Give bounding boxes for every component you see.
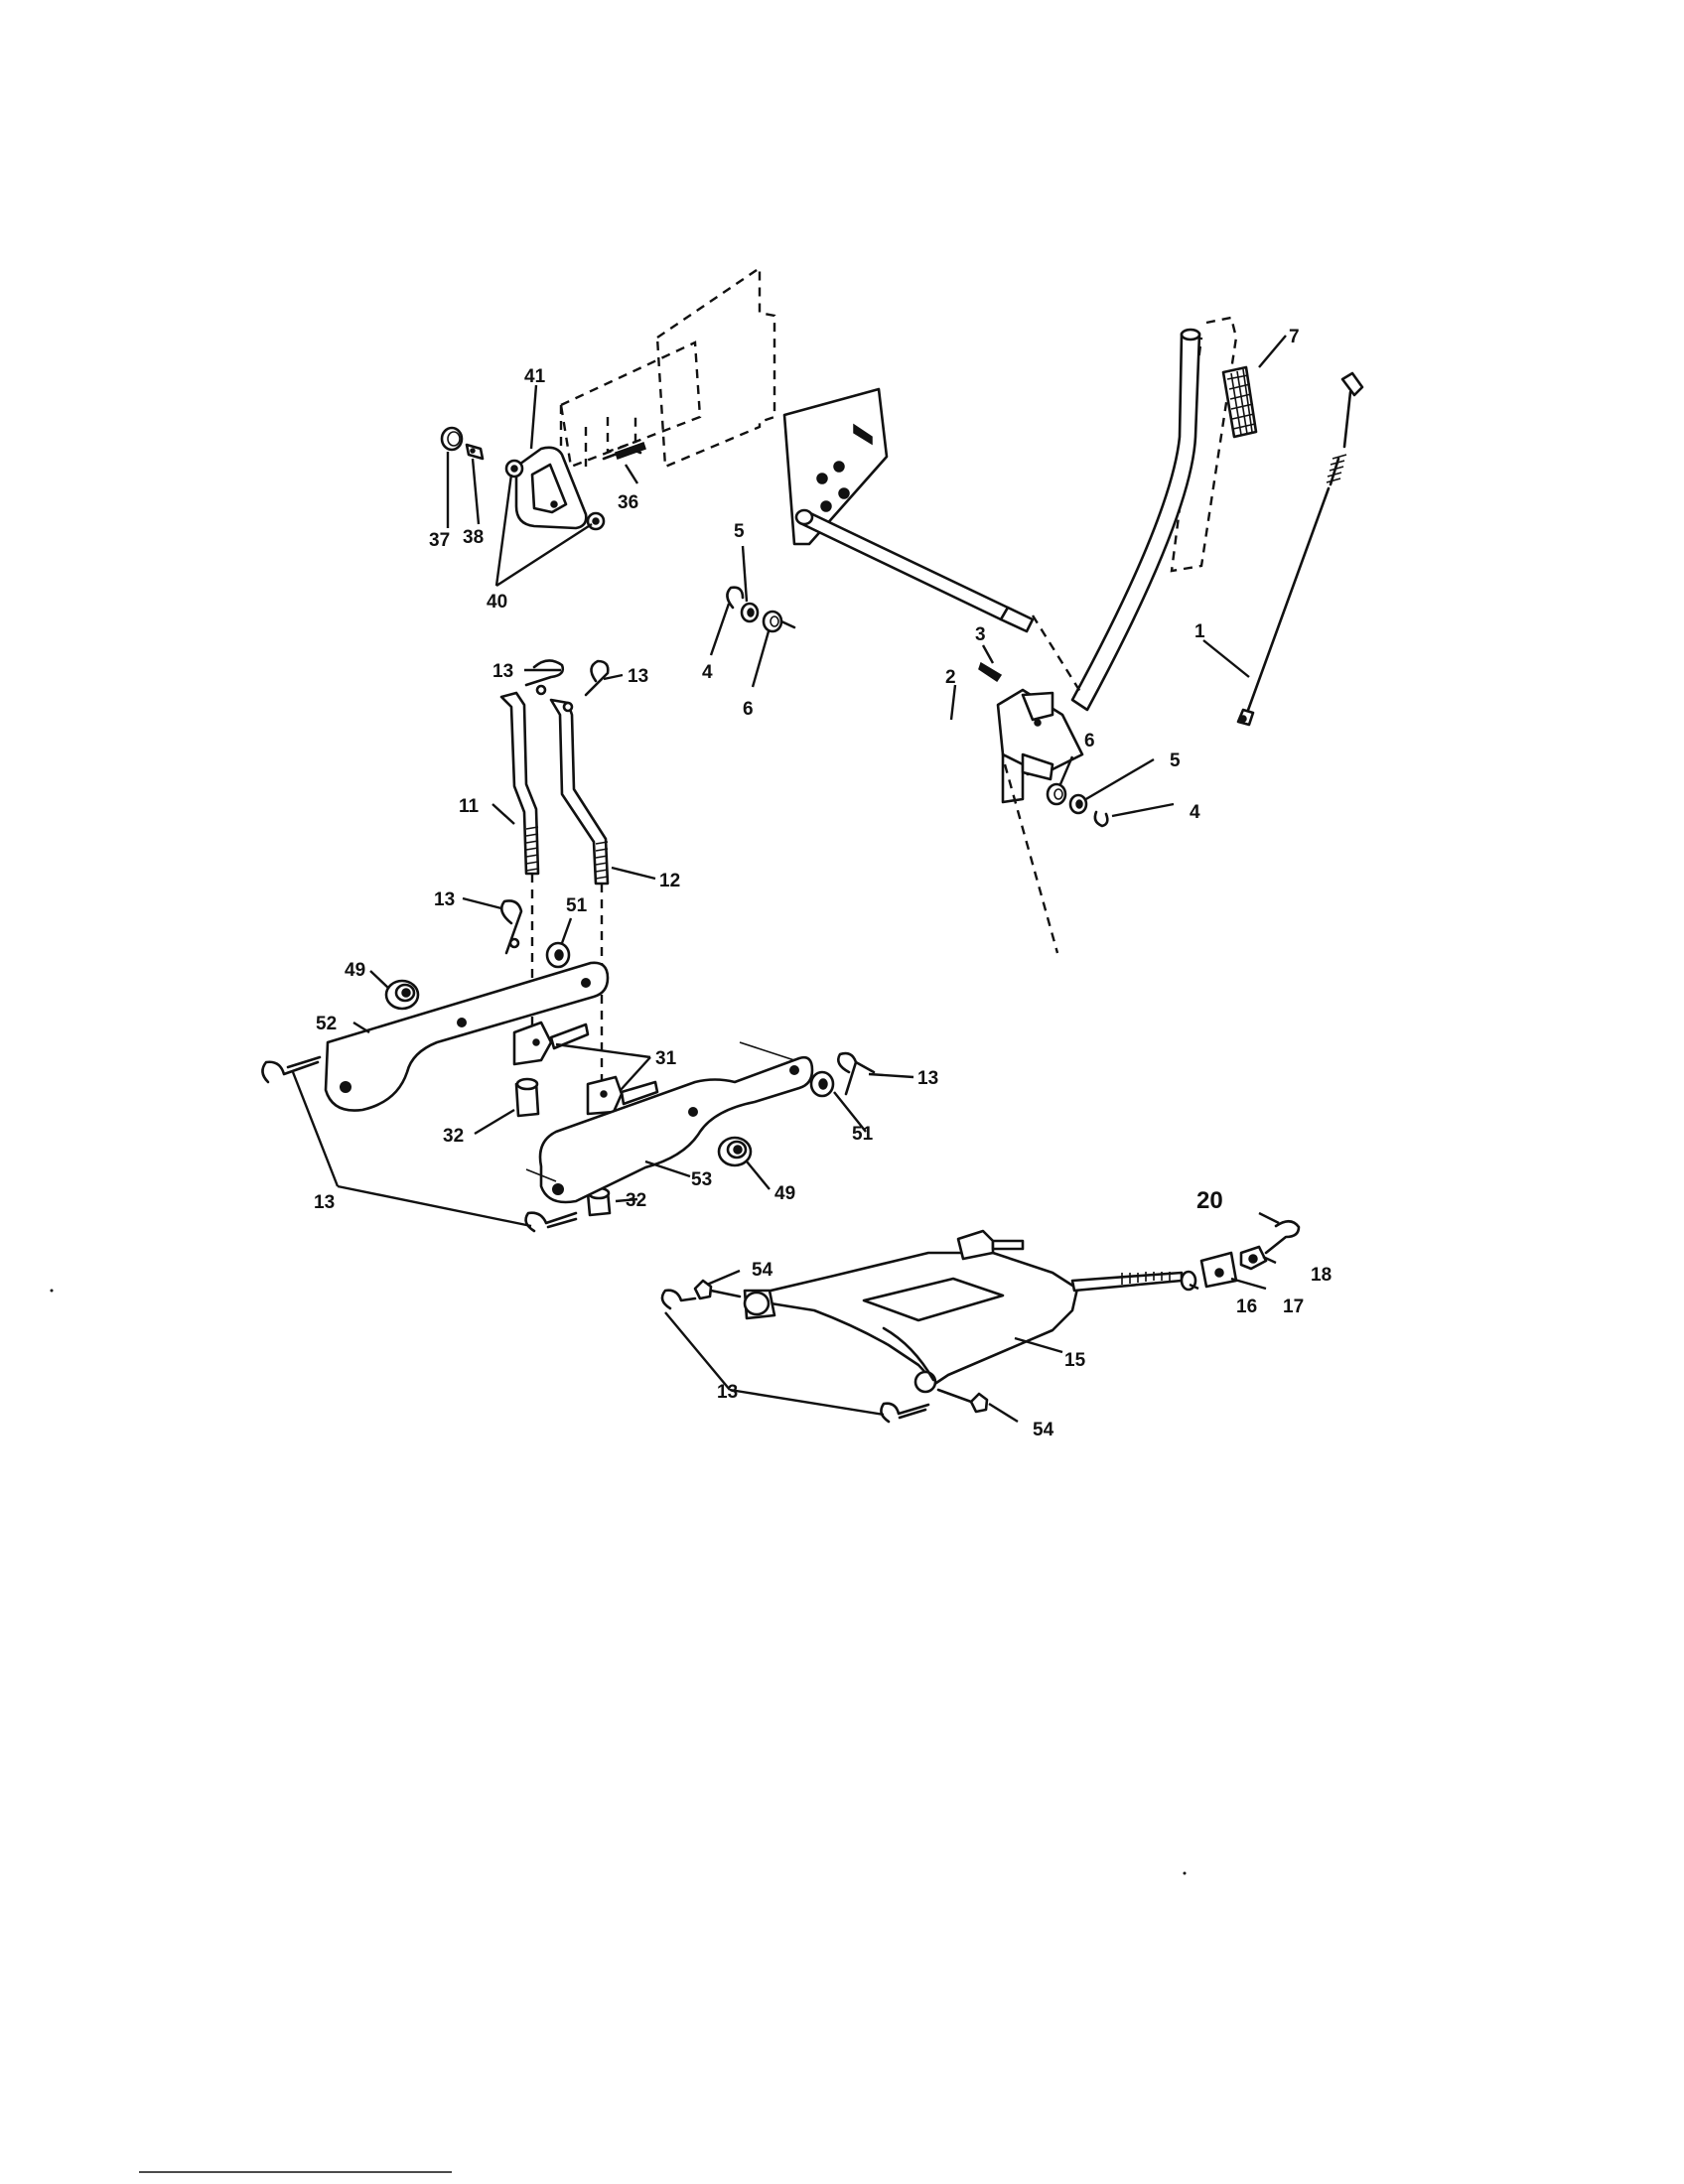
lift-rod-1 <box>1236 371 1364 727</box>
pin-3 <box>978 661 1003 683</box>
callout-3: 3 <box>975 624 986 645</box>
bracket-17 <box>1199 1251 1238 1289</box>
callout-49-left: 49 <box>345 960 365 981</box>
bolt-54-top <box>693 1279 742 1300</box>
callout-labels: 41 7 36 37 38 40 5 4 6 3 2 1 13 13 11 12… <box>314 327 1332 1440</box>
callout-13-e: 13 <box>314 1192 335 1213</box>
pedal-lever <box>996 328 1201 804</box>
washer-51-top <box>545 941 571 969</box>
callout-18: 18 <box>1311 1265 1332 1286</box>
callout-6-right: 6 <box>1084 731 1095 751</box>
washer-51-right <box>809 1070 835 1098</box>
clip-36 <box>602 442 646 461</box>
nut-18 <box>1239 1245 1268 1271</box>
cotter-pin-13-right <box>837 1051 876 1096</box>
washer-40b <box>586 511 606 531</box>
cross-shaft <box>794 508 1035 633</box>
callout-36: 36 <box>618 492 638 513</box>
lift-link-12 <box>549 698 610 886</box>
dashed-pedal-outline <box>1170 316 1238 573</box>
callout-12: 12 <box>659 871 680 891</box>
rear-tab <box>956 1229 1025 1261</box>
callout-54-top: 54 <box>752 1260 773 1281</box>
callout-17: 17 <box>1283 1297 1304 1317</box>
cotter-pin-13-bottom <box>524 1211 578 1233</box>
cotter-pin-13-left <box>261 1055 322 1084</box>
lift-link-11 <box>499 691 540 876</box>
callout-5-right: 5 <box>1170 751 1181 771</box>
callout-6-left: 6 <box>743 699 754 720</box>
callout-32-right: 32 <box>626 1190 646 1211</box>
callout-15: 15 <box>1064 1350 1086 1371</box>
callout-51-top: 51 <box>566 895 588 916</box>
callout-49-right: 49 <box>774 1183 795 1204</box>
shaft-end <box>1021 752 1054 781</box>
clip-4-left <box>726 586 745 610</box>
callout-32-left: 32 <box>443 1126 464 1147</box>
dashed-frame-panel <box>559 265 776 469</box>
callout-4-left: 4 <box>702 662 713 683</box>
pedal-pad-7 <box>1221 365 1258 439</box>
assembly-centerlines <box>530 614 1084 1092</box>
lift-bracket-52 <box>324 961 610 1112</box>
shaft-plate <box>782 387 889 546</box>
callout-5-left: 5 <box>734 521 745 542</box>
trunnion-31-right <box>586 1075 659 1116</box>
bolt-54-bottom <box>936 1388 989 1414</box>
callout-13-d: 13 <box>917 1068 938 1089</box>
callout-13-b: 13 <box>628 666 648 687</box>
callout-37: 37 <box>429 530 450 551</box>
clip-4-right <box>1093 810 1109 828</box>
callout-2: 2 <box>945 667 956 688</box>
bushing-6-left <box>762 610 796 633</box>
callout-54-bottom: 54 <box>1033 1420 1054 1440</box>
callout-1: 1 <box>1194 621 1205 642</box>
callout-41: 41 <box>524 366 546 387</box>
deck-mount-plate-15 <box>743 1251 1079 1394</box>
washer-5-left <box>740 602 760 623</box>
cotter-pin-13-plate-top <box>660 1289 697 1310</box>
callout-38: 38 <box>463 527 484 548</box>
callout-11: 11 <box>459 796 480 817</box>
cotter-pin-13-top-right <box>562 659 610 713</box>
knob-37 <box>440 426 464 452</box>
callout-4-right: 4 <box>1190 802 1200 823</box>
quadrant-plate <box>514 446 588 530</box>
bushing-6-right <box>1046 782 1067 806</box>
bushing-49-left <box>384 979 420 1011</box>
callout-13-c: 13 <box>434 889 455 910</box>
callout-40: 40 <box>487 592 507 613</box>
callout-7: 7 <box>1289 327 1300 347</box>
threaded-rod <box>1070 1271 1184 1293</box>
callout-16: 16 <box>1236 1297 1257 1317</box>
hairpin-20 <box>1264 1219 1301 1255</box>
callout-31: 31 <box>655 1048 677 1069</box>
spacer-32-left <box>514 1077 540 1118</box>
washer-40a <box>504 459 524 478</box>
cotter-pin-13-top-left <box>524 659 565 696</box>
bolt-38 <box>465 443 485 461</box>
callout-53: 53 <box>691 1169 712 1190</box>
callout-13-a: 13 <box>492 661 513 682</box>
callout-13-f: 13 <box>717 1382 738 1403</box>
bushing-49-right <box>717 1136 753 1167</box>
trunnion-31-left <box>512 1021 590 1066</box>
callout-20: 20 <box>1196 1187 1223 1214</box>
scan-marks <box>50 1289 1187 2173</box>
lift-bracket-53 <box>525 1041 814 1204</box>
washer-5-right <box>1068 793 1088 815</box>
cotter-pin-13-mid <box>499 899 523 955</box>
callout-52: 52 <box>316 1014 337 1034</box>
leader-lines <box>291 335 1287 1424</box>
cotter-pin-13-plate-bottom <box>880 1402 930 1424</box>
callout-51-right: 51 <box>852 1124 874 1145</box>
